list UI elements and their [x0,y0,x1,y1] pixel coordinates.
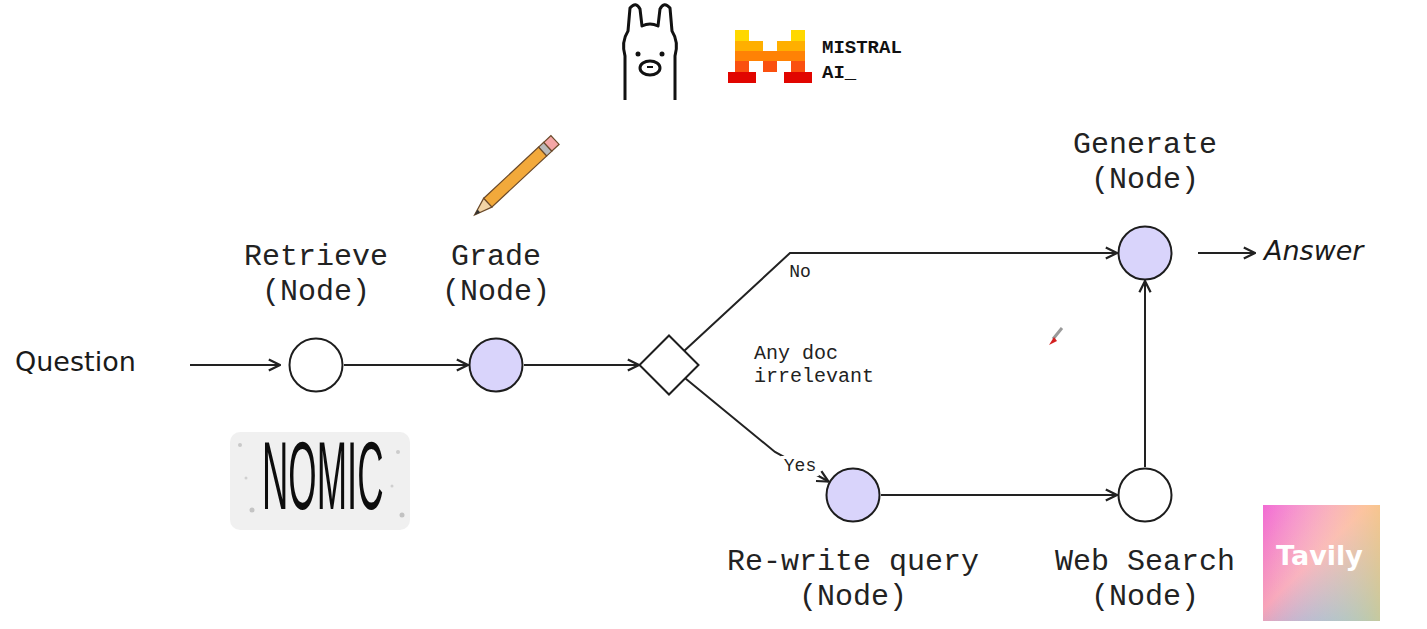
flow-arrow [881,494,1117,496]
process-node: Generate (Node) [1045,128,1245,281]
flow-arrow [686,379,829,482]
flow-arrow [524,364,639,366]
output-arrow [1198,252,1255,254]
llama-eye [660,52,665,57]
speckle [245,477,248,480]
node-label: Retrieve (Node) [216,240,416,309]
diamond-shape [638,334,700,396]
llama-nose [647,66,653,68]
logo-block [784,72,812,83]
logo-block [763,61,777,72]
input-arrow [190,364,280,366]
diamond-outline [640,336,699,395]
branch-label: No [786,262,814,282]
tavily-square [1263,505,1380,621]
circle-outline [1119,227,1172,280]
process-node: Retrieve (Node) [216,240,416,393]
decision-node: Any doc irrelevant [638,334,884,396]
cursor-body [1053,328,1062,339]
circle-outline [470,339,523,392]
logo-block [735,30,749,41]
pencil-body [484,147,547,207]
flow-arrow [685,253,1117,351]
node-label: Generate (Node) [1045,128,1245,197]
logo-block [791,61,805,72]
process-node: Grade (Node) [396,240,596,393]
node-label: Web Search (Node) [1045,545,1245,614]
flow-terminal-label: Question [15,346,136,377]
circle-shape [1117,467,1173,523]
speckle [400,513,405,518]
logo-block [777,41,805,51]
logo-block [735,41,763,51]
cursor-tip [1049,337,1057,345]
pencil-lead [473,209,480,216]
circle-shape [825,467,881,523]
circle-shape [288,337,344,393]
pencil-tip [470,198,491,219]
logo-text: Tavily [1276,540,1363,571]
tavily-logo [1263,505,1380,621]
process-node: Web Search (Node) [1045,467,1245,614]
speckle [396,450,400,454]
llama-snout [640,61,660,75]
llama-eye [636,52,641,57]
logo-text: MISTRAL AI_ [822,36,922,85]
node-label: Re-write query (Node) [713,545,993,614]
flow-terminal-label: Answer [1264,235,1363,266]
logo-block [791,30,805,41]
process-node: Re-write query (Node) [713,467,993,614]
pen-cursor [1049,328,1062,345]
speckle [250,508,255,513]
flow-arrow [344,364,468,366]
speckle [238,443,242,447]
node-label: Grade (Node) [396,240,596,309]
circle-outline [1119,469,1172,522]
logo-block [735,61,749,72]
branch-label: Yes [781,456,819,476]
mistral-logo [728,30,812,83]
logo-block [735,51,805,61]
llama-logo [624,5,677,100]
circle-outline [827,469,880,522]
logo-text: NOMIC [262,428,384,524]
speckle [391,485,394,488]
logo-block [728,72,756,83]
llama-outline [624,5,677,100]
tavily-glow [1263,505,1380,621]
circle-shape [1117,225,1173,281]
pencil-icon [470,136,559,220]
circle-shape [468,337,524,393]
flow-arrow [1144,281,1146,467]
decision-label: Any doc irrelevant [754,342,884,388]
circle-outline [290,339,343,392]
